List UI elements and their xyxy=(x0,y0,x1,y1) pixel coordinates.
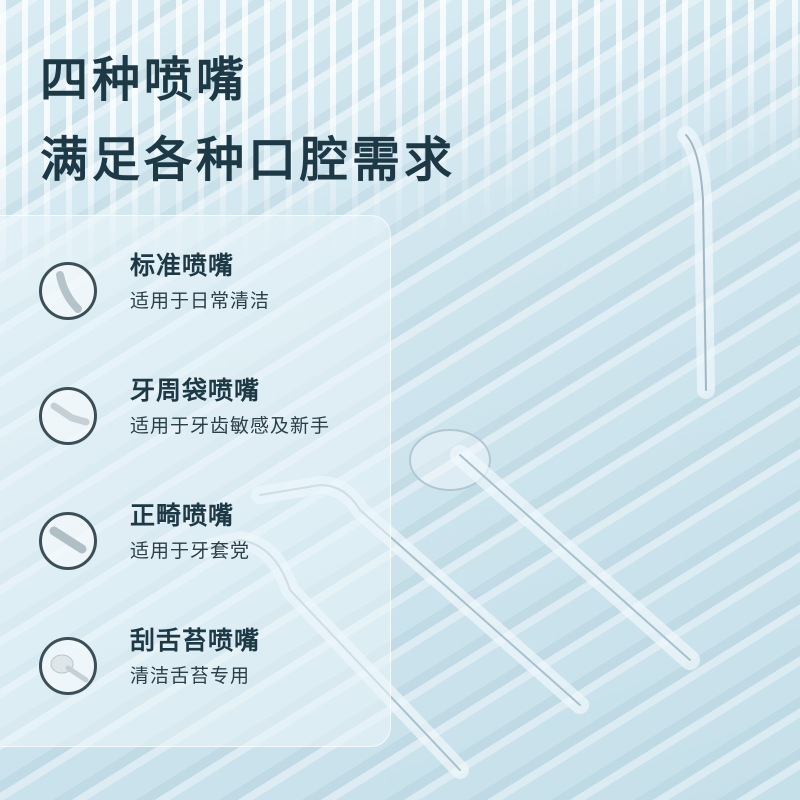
standard-nozzle-icon xyxy=(39,262,97,320)
nozzle-title: 正畸喷嘴 xyxy=(130,501,235,530)
nozzle-description: 适用于牙套党 xyxy=(130,540,251,562)
nozzle-description: 清洁舌苔专用 xyxy=(130,665,251,687)
nozzle-title: 刮舌苔喷嘴 xyxy=(130,626,261,655)
headline-line-2: 满足各种口腔需求 xyxy=(40,132,457,188)
tongue-cleaner-nozzle-icon xyxy=(39,637,97,695)
headline-line-1: 四种喷嘴 xyxy=(40,52,249,108)
nozzle-item-standard: 标准喷嘴 适用于日常清洁 xyxy=(0,251,390,352)
nozzle-title: 标准喷嘴 xyxy=(130,251,235,280)
nozzle-title: 牙周袋喷嘴 xyxy=(130,376,261,405)
nozzle-item-periodontal: 牙周袋喷嘴 适用于牙齿敏感及新手 xyxy=(0,376,390,477)
nozzle-item-orthodontic: 正畸喷嘴 适用于牙套党 xyxy=(0,501,390,602)
orthodontic-nozzle-icon xyxy=(39,512,97,570)
nozzle-description: 适用于日常清洁 xyxy=(130,290,271,312)
nozzle-item-tongue-cleaner: 刮舌苔喷嘴 清洁舌苔专用 xyxy=(0,626,390,727)
periodontal-nozzle-icon xyxy=(39,387,97,445)
nozzle-description: 适用于牙齿敏感及新手 xyxy=(130,415,331,437)
